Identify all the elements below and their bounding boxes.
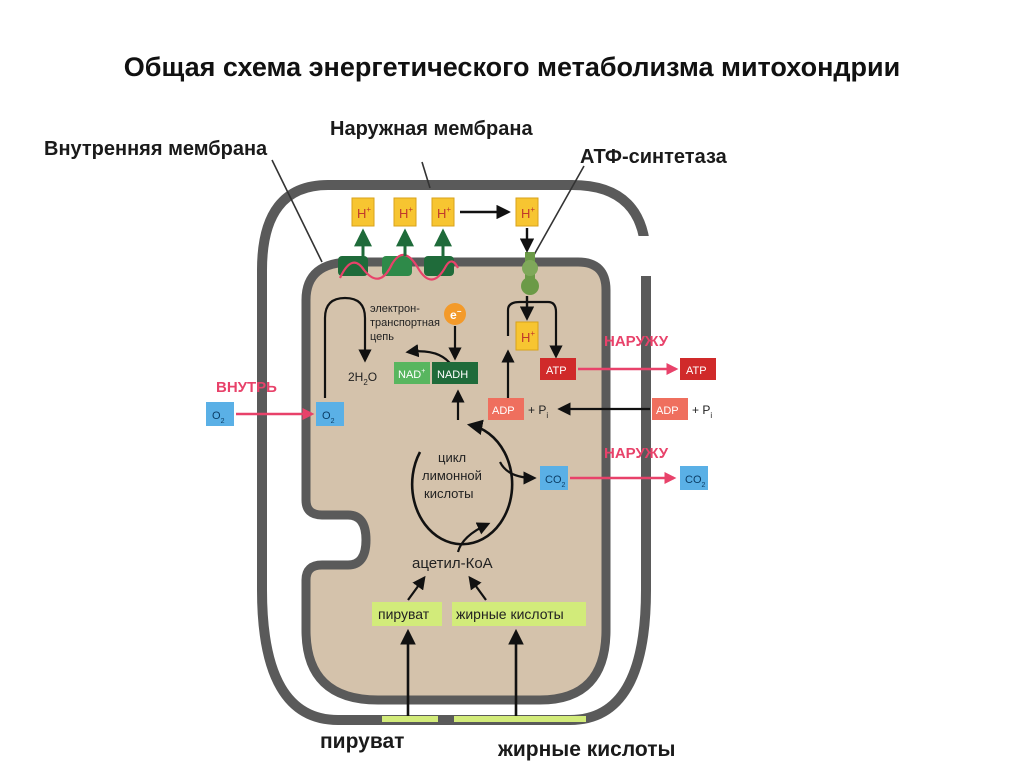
svg-text:O2: O2 [322,410,335,425]
h-ion-4: H+ [515,197,539,227]
svg-text:ADP: ADP [656,405,679,417]
atp-synthase-head-1 [522,260,538,276]
h-ion-matrix: H+ [515,321,539,351]
inward-label: ВНУТРЬ [216,379,277,396]
cycle-label-2: лимонной [422,468,482,483]
svg-text:O2: O2 [212,410,225,425]
pyruvate-box: пируват [372,602,442,626]
fatty-to-acetyl-arrow [468,575,487,601]
svg-text:пируват: пируват [378,606,430,622]
cycle-label-3: кислоты [424,486,473,501]
atp-synthase-label: АТФ-синтетаза [580,146,727,168]
etc-label-3: цепь [370,331,394,343]
co2-box-outer: CO2 [680,466,708,490]
outer-membrane-label: Наружная мембрана [330,118,533,140]
co2-box-inner: CO2 [540,466,568,490]
svg-text:H+: H+ [357,205,371,221]
svg-text:H+: H+ [521,329,535,345]
etc-protein-3 [424,256,454,276]
svg-text:ADP: ADP [492,405,515,417]
cycle-ring [410,419,514,546]
pyruvate-to-acetyl-arrow [407,575,426,601]
svg-text:ATP: ATP [546,365,567,377]
etc-protein-1 [338,256,368,276]
cycle-label-1: цикл [438,450,466,465]
h-ion-1: H+ [351,197,375,227]
pi-outer-label: + Pi [692,403,712,420]
o2-box-outer: O2 [206,402,234,426]
fatty-acids-entry-band [454,716,586,722]
pyruvate-entry-band [382,716,438,722]
svg-text:H+: H+ [437,205,451,221]
o2-box-inner: O2 [316,402,344,426]
bottom-pyruvate-label: пируват [320,730,405,753]
outward-label-co2: НАРУЖУ [604,445,669,462]
outer-membrane-gap [637,236,655,276]
cycle-to-co2-arrow [499,461,537,485]
svg-text:CO2: CO2 [685,474,706,489]
fatty-acids-box: жирные кислоты [452,602,586,626]
atp-box-inner: ATP [540,358,576,380]
electron-label: e− [450,307,462,322]
atp-synthase-head-2 [521,277,539,295]
inner-membrane [301,257,611,705]
electron-icon [444,303,466,325]
h-ion-2: H+ [393,197,417,227]
inner-membrane-pointer [271,159,323,263]
svg-text:H+: H+ [399,205,413,221]
svg-text:NADH: NADH [437,369,468,381]
etc-protein-2 [382,256,412,276]
o2-to-membrane-arrow [323,296,372,398]
svg-text:CO2: CO2 [545,474,566,489]
etc-label-1: электрон- [370,303,420,315]
outer-membrane-pointer [421,161,431,189]
inner-membrane-label: Внутренняя мембрана [44,138,268,160]
etc-label-2: транспортная [370,317,440,329]
h-ion-3: H+ [431,197,455,227]
nadh-box: NADH [432,362,478,384]
h-to-atp-arrow [506,300,563,359]
svg-text:NAD+: NAD+ [398,368,425,381]
acetyl-coa-label: ацетил-КоА [412,555,493,572]
svg-text:ATP: ATP [686,365,707,377]
adp-box-inner: ADP [488,398,524,420]
atp-synthase-pointer [529,165,585,263]
outward-label-atp: НАРУЖУ [604,333,669,350]
svg-text:жирные кислоты: жирные кислоты [456,606,564,622]
acetyl-to-cycle-arrow [456,522,491,553]
svg-text:H+: H+ [521,205,535,221]
page-title: Общая схема энергетического метаболизма … [123,52,901,82]
bottom-fatty-acids-label: жирные кислоты [498,738,676,761]
water-label: 2H2O [348,370,377,387]
adp-box-outer: ADP [652,398,688,420]
pi-inner-label: + Pi [528,403,548,420]
nad-box: NAD+ [394,362,430,384]
atp-box-outer: ATP [680,358,716,380]
